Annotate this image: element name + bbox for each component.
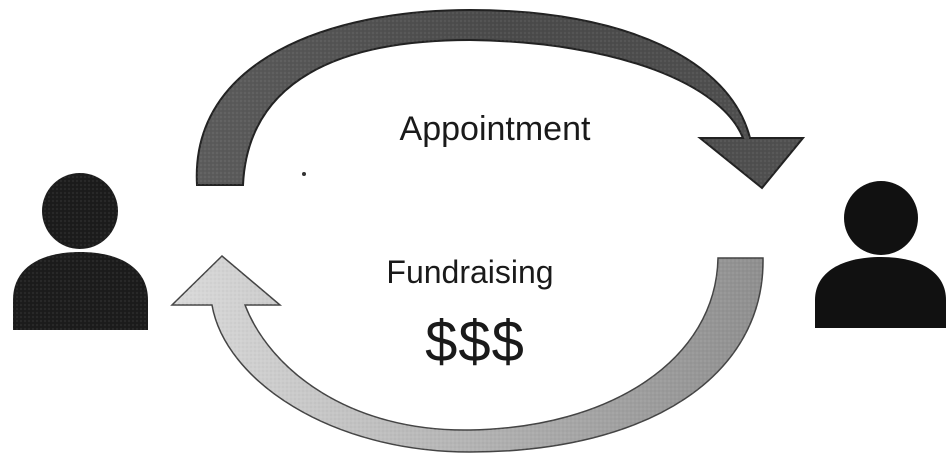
fundraising-arrow (170, 254, 764, 453)
right-person-icon (815, 181, 946, 328)
speck-mark (302, 172, 306, 176)
fundraising-label: Fundraising (386, 254, 554, 290)
appointment-label: Appointment (399, 110, 591, 148)
appointment-arrow (195, 8, 806, 190)
money-label: $$$ (425, 309, 525, 374)
left-person-icon (13, 173, 148, 330)
